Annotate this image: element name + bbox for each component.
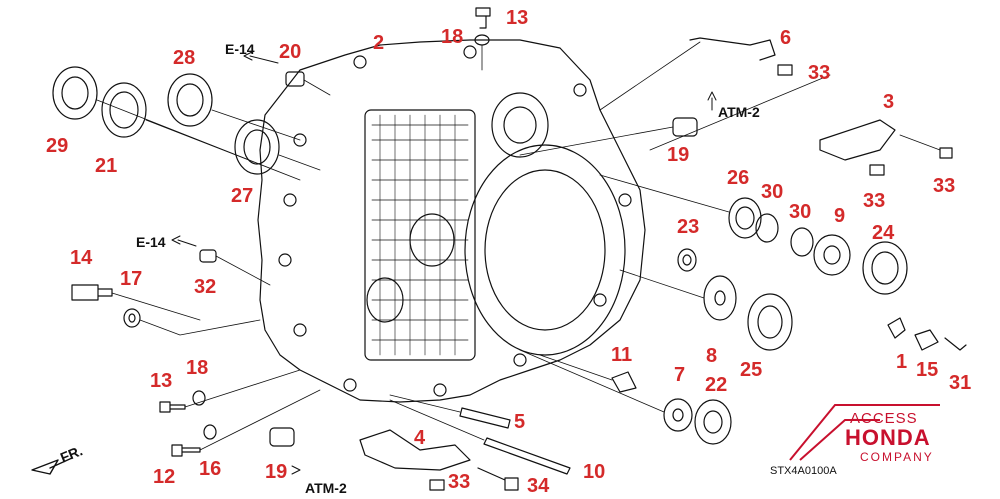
callout-12[interactable]: 12 — [153, 466, 176, 488]
o-ring-30b — [790, 227, 814, 257]
reference-atm2-top[interactable]: ATM-2 — [718, 104, 760, 120]
callout-24[interactable]: 24 — [872, 222, 895, 244]
callout-18-top[interactable]: 18 — [441, 26, 464, 48]
callout-33-top[interactable]: 33 — [808, 62, 831, 84]
converter-housing-bore — [464, 144, 626, 356]
washer-7 — [663, 398, 693, 432]
callout-17[interactable]: 17 — [120, 268, 143, 290]
diagram-code: STX4A0100A — [770, 465, 837, 477]
bearing-22 — [694, 399, 732, 445]
callout-32[interactable]: 32 — [194, 276, 217, 298]
part-9 — [813, 234, 851, 276]
callout-7[interactable]: 7 — [674, 364, 686, 386]
callout-33-bracket[interactable]: 33 — [863, 190, 886, 212]
bolt-13-lower — [159, 401, 186, 413]
callout-18-lower[interactable]: 18 — [186, 357, 209, 379]
bearing-24 — [862, 241, 908, 295]
oil-pipe-6 — [689, 37, 776, 61]
dowel-pin-20 — [285, 71, 305, 87]
callout-27[interactable]: 27 — [231, 185, 254, 207]
callout-23[interactable]: 23 — [677, 216, 700, 238]
bearing-25 — [747, 293, 793, 351]
callout-3[interactable]: 3 — [883, 91, 895, 113]
callout-30-left[interactable]: 30 — [761, 181, 784, 203]
callout-2[interactable]: 2 — [373, 32, 385, 54]
callout-5[interactable]: 5 — [514, 411, 526, 433]
callout-4[interactable]: 4 — [414, 427, 426, 449]
callout-9[interactable]: 9 — [834, 205, 846, 227]
transmission-case — [257, 39, 646, 403]
reference-atm2-lower[interactable]: ATM-2 — [305, 480, 347, 496]
callout-30-right[interactable]: 30 — [789, 201, 812, 223]
callout-6[interactable]: 6 — [780, 27, 792, 49]
reference-e14-left[interactable]: E-14 — [136, 234, 166, 250]
dowel-pin-19-lower — [269, 427, 295, 447]
oil-seal-29 — [52, 66, 98, 120]
reference-e14-top[interactable]: E-14 — [225, 41, 255, 57]
bearing-26 — [728, 197, 762, 239]
callout-10[interactable]: 10 — [583, 461, 606, 483]
callout-29[interactable]: 29 — [46, 135, 69, 157]
pin-10 — [483, 437, 571, 475]
callout-19-top[interactable]: 19 — [667, 144, 690, 166]
o-ring-30a — [755, 213, 779, 243]
logo-line-access: ACCESS — [850, 410, 918, 427]
oil-seal-27 — [234, 119, 280, 175]
callout-34[interactable]: 34 — [527, 475, 550, 497]
logo-line-company: COMPANY — [860, 450, 934, 464]
bolt-12 — [171, 444, 201, 457]
thrust-washer-8 — [703, 275, 737, 321]
bolt-31 — [944, 337, 967, 351]
bracket-4 — [359, 429, 471, 471]
bolt-13-top — [475, 7, 491, 29]
callout-21[interactable]: 21 — [95, 155, 118, 177]
dowel-pin-19-top — [672, 117, 698, 137]
callout-13-lower[interactable]: 13 — [150, 370, 173, 392]
callout-26[interactable]: 26 — [727, 167, 750, 189]
callout-16[interactable]: 16 — [199, 458, 222, 480]
callout-31[interactable]: 31 — [949, 372, 972, 394]
dowel-pin-32 — [199, 249, 217, 263]
callout-11[interactable]: 11 — [611, 344, 633, 366]
bearing-23 — [677, 248, 697, 272]
callout-22[interactable]: 22 — [705, 374, 728, 396]
callout-13-top[interactable]: 13 — [506, 7, 529, 29]
callout-33-right[interactable]: 33 — [933, 175, 956, 197]
callout-15[interactable]: 15 — [916, 359, 939, 381]
callout-33-lower[interactable]: 33 — [448, 471, 471, 493]
callout-20[interactable]: 20 — [279, 41, 302, 63]
logo-emblem — [789, 404, 940, 461]
callout-28[interactable]: 28 — [173, 47, 196, 69]
plate-1 — [887, 317, 906, 339]
bearing-28 — [167, 73, 213, 127]
callout-19-lower[interactable]: 19 — [265, 461, 288, 483]
logo-line-honda: HONDA — [845, 425, 931, 450]
speed-sensor-14 — [71, 284, 113, 301]
callout-8[interactable]: 8 — [706, 345, 718, 367]
callout-14[interactable]: 14 — [70, 247, 93, 269]
valve-body — [364, 109, 476, 361]
front-direction-arrow — [31, 457, 73, 475]
bracket-15 — [914, 329, 939, 351]
bearing-21 — [101, 82, 147, 138]
bracket-3 — [819, 119, 896, 161]
pin-5 — [459, 407, 511, 429]
part-11 — [611, 371, 637, 393]
callout-1[interactable]: 1 — [896, 351, 908, 373]
callout-25[interactable]: 25 — [740, 359, 763, 381]
